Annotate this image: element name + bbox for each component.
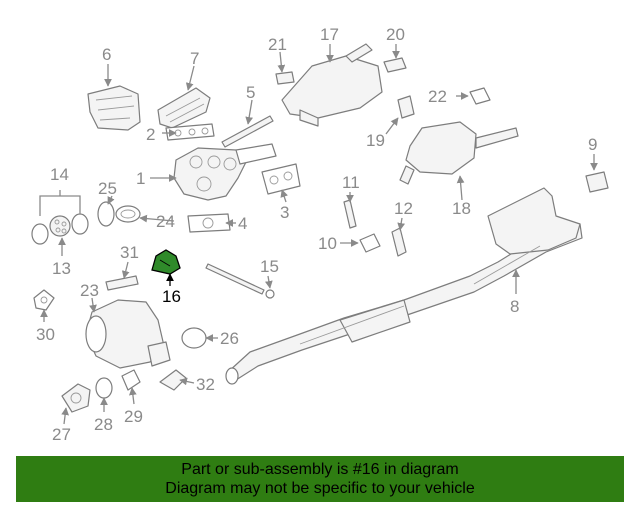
callout-22[interactable]: 22	[428, 87, 447, 106]
callout-8[interactable]: 8	[510, 297, 519, 316]
callout-20[interactable]: 20	[386, 25, 405, 44]
pad-part-22[interactable]	[469, 87, 491, 105]
exhaust-manifold-part-1[interactable]	[173, 147, 247, 201]
clamp-part-9[interactable]	[585, 171, 609, 193]
callout-31[interactable]: 31	[120, 243, 139, 262]
seal-ring-part-25[interactable]	[97, 201, 115, 227]
gasket-part-4[interactable]	[187, 213, 231, 233]
callout-4[interactable]: 4	[238, 214, 247, 233]
flange-part-29[interactable]	[121, 369, 141, 391]
front-muffler-part-18[interactable]	[399, 121, 519, 185]
leader-lines	[39, 44, 598, 425]
callout-32[interactable]: 32	[196, 375, 215, 394]
banner-line-1: Part or sub-assembly is #16 in diagram	[181, 461, 459, 478]
gasket-part-3[interactable]	[235, 143, 301, 195]
sensor-part-27[interactable]	[61, 383, 91, 413]
seal-ring-part-26[interactable]	[181, 327, 207, 349]
callout-23[interactable]: 23	[80, 281, 99, 300]
callout-3[interactable]: 3	[280, 203, 289, 222]
callout-5[interactable]: 5	[246, 83, 255, 102]
bracket-part-16[interactable]	[151, 249, 181, 275]
hanger-rod-part-15[interactable]	[205, 263, 275, 299]
bracket-part-31[interactable]	[105, 275, 139, 291]
callout-14[interactable]: 14	[50, 165, 69, 184]
gasket-part-28[interactable]	[95, 377, 113, 399]
callout-19[interactable]: 19	[366, 131, 385, 150]
bracket-part-21[interactable]	[275, 71, 295, 85]
clamp-part-24[interactable]	[115, 205, 141, 223]
callout-1[interactable]: 1	[136, 169, 145, 188]
exhaust-pipe-part-8[interactable]	[225, 187, 583, 385]
callout-13[interactable]: 13	[52, 259, 71, 278]
callout-26[interactable]: 26	[220, 329, 239, 348]
gasket-part-2[interactable]	[165, 123, 215, 141]
info-banner: Part or sub-assembly is #16 in diagram D…	[16, 456, 624, 502]
callout-12[interactable]: 12	[394, 199, 413, 218]
callout-6[interactable]: 6	[102, 45, 111, 64]
callout-11[interactable]: 11	[342, 173, 360, 192]
hanger-part-20[interactable]	[383, 57, 407, 73]
callout-16-highlighted[interactable]: 16	[162, 287, 181, 306]
callout-10[interactable]: 10	[318, 234, 337, 253]
callout-17[interactable]: 17	[320, 25, 339, 44]
callout-9[interactable]: 9	[588, 135, 597, 154]
callout-18[interactable]: 18	[452, 199, 471, 218]
heat-shield-part-6[interactable]	[87, 85, 141, 131]
callout-labels: 1 2 3 4 5 6 7 8 9 10 11 12 13 14 15 17 1…	[36, 25, 597, 444]
callout-29[interactable]: 29	[124, 407, 143, 426]
bracket-part-11[interactable]	[343, 199, 357, 229]
insert-part-13[interactable]	[49, 215, 71, 237]
callout-21[interactable]: 21	[268, 35, 287, 54]
banner-line-2: Diagram may not be specific to your vehi…	[165, 480, 475, 497]
callout-30[interactable]: 30	[36, 325, 55, 344]
callout-27[interactable]: 27	[52, 425, 71, 444]
heat-shield-part-7[interactable]	[157, 87, 211, 129]
rod-part-5[interactable]	[221, 115, 274, 148]
pad-part-10[interactable]	[359, 233, 381, 253]
catalytic-converter-part-23[interactable]	[85, 299, 171, 369]
flange-part-30[interactable]	[33, 289, 55, 311]
hanger-part-19[interactable]	[397, 95, 415, 119]
callout-2[interactable]: 2	[146, 125, 155, 144]
rear-muffler-part-17[interactable]	[281, 43, 383, 127]
callout-28[interactable]: 28	[94, 415, 113, 434]
callout-25[interactable]: 25	[98, 179, 117, 198]
bracket-part-12[interactable]	[391, 227, 407, 257]
callout-24[interactable]: 24	[156, 212, 175, 231]
callout-15[interactable]: 15	[260, 257, 279, 276]
callout-7[interactable]: 7	[190, 49, 199, 68]
